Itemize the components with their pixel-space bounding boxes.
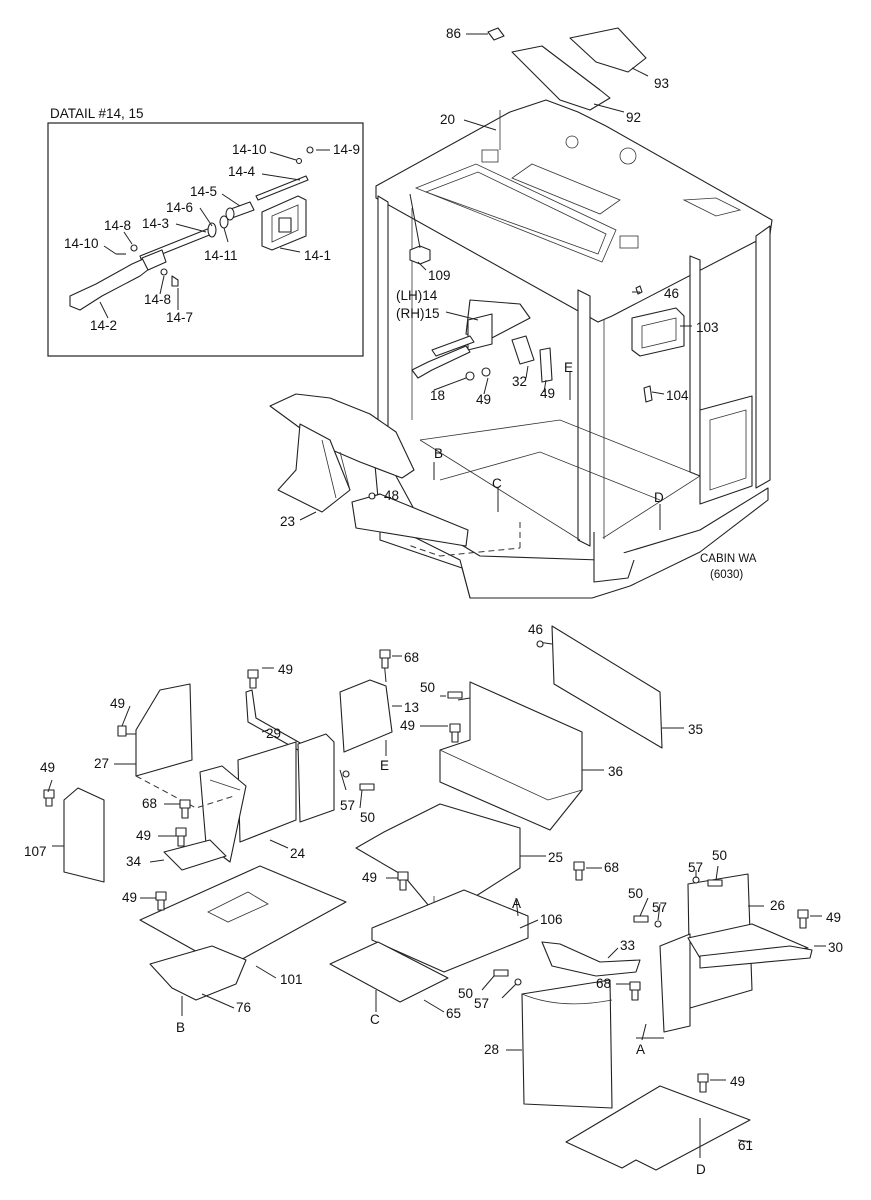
part-label: 30 bbox=[828, 940, 843, 955]
part-label: A bbox=[512, 896, 521, 911]
detail-label: 14-9 bbox=[333, 142, 360, 157]
detail-label: 14-4 bbox=[228, 164, 256, 179]
detail-label: 14-10 bbox=[232, 142, 267, 157]
part-label: D bbox=[696, 1162, 706, 1177]
part-label: 29 bbox=[266, 726, 281, 741]
cabin-label: (RH)15 bbox=[396, 306, 440, 321]
cabin-label: 32 bbox=[512, 374, 527, 389]
part-label: 35 bbox=[688, 722, 703, 737]
part-label: 49 bbox=[362, 870, 377, 885]
part-label: 49 bbox=[136, 828, 151, 843]
part-label: 28 bbox=[484, 1042, 499, 1057]
part-label: 26 bbox=[770, 898, 785, 913]
cabin-label: 103 bbox=[696, 320, 719, 335]
part-label: 68 bbox=[596, 976, 611, 991]
detail-title: DATAIL #14, 15 bbox=[50, 106, 144, 121]
cabin-label: 18 bbox=[430, 388, 445, 403]
cabin-label: 49 bbox=[540, 386, 555, 401]
part-label: 57 bbox=[688, 860, 703, 875]
cabin-label: 20 bbox=[440, 112, 455, 127]
part-label: C bbox=[370, 1012, 380, 1027]
part-label: E bbox=[380, 758, 389, 773]
cabin-label: 86 bbox=[446, 26, 461, 41]
cabin-code: (6030) bbox=[710, 569, 743, 581]
part-label: 24 bbox=[290, 846, 306, 861]
part-label: 49 bbox=[110, 696, 125, 711]
part-label: 68 bbox=[142, 796, 157, 811]
part-label: 25 bbox=[548, 850, 563, 865]
detail-label: 14-2 bbox=[90, 318, 117, 333]
part-label: 36 bbox=[608, 764, 623, 779]
cabin-label: 93 bbox=[654, 76, 669, 91]
cabin-assembly: 86 93 92 20 109 (LH)14 (RH)15 46 103 18 … bbox=[269, 26, 773, 599]
part-label: A bbox=[636, 1042, 645, 1057]
cabin-label: 48 bbox=[384, 488, 399, 503]
detail-label: 14-3 bbox=[142, 216, 169, 231]
cabin-label: 104 bbox=[666, 388, 689, 403]
part-label: 49 bbox=[278, 662, 293, 677]
part-label: B bbox=[176, 1020, 185, 1035]
part-label: 57 bbox=[474, 996, 489, 1011]
cabin-label: 109 bbox=[428, 268, 451, 283]
part-label: 106 bbox=[540, 912, 563, 927]
detail-label: 14-8 bbox=[104, 218, 131, 233]
part-label: 49 bbox=[826, 910, 841, 925]
part-label: 50 bbox=[458, 986, 473, 1001]
detail-label: 14-5 bbox=[190, 184, 217, 199]
part-label: 34 bbox=[126, 854, 142, 869]
detail-label: 14-6 bbox=[166, 200, 193, 215]
part-label: 46 bbox=[528, 622, 543, 637]
part-label: 27 bbox=[94, 756, 109, 771]
bolt-icon bbox=[43, 640, 809, 1093]
cabin-label: B bbox=[434, 446, 443, 461]
detail-label: 14-10 bbox=[64, 236, 99, 251]
detail-label: 14-1 bbox=[304, 248, 331, 263]
detail-label: 14-11 bbox=[204, 248, 238, 263]
detail-inset: DATAIL #14, 15 bbox=[47, 106, 364, 357]
part-label: 101 bbox=[280, 972, 303, 987]
part-label: 49 bbox=[730, 1074, 745, 1089]
part-label: 61 bbox=[738, 1138, 753, 1153]
part-label: 68 bbox=[404, 650, 419, 665]
detail-label: 14-8 bbox=[144, 292, 171, 307]
cabin-label: E bbox=[564, 360, 573, 375]
cabin-label: 92 bbox=[626, 110, 641, 125]
lower-parts: 46 35 49 68 50 13 29 49 27 49 E 36 49 10… bbox=[24, 622, 843, 1177]
part-label: 50 bbox=[360, 810, 375, 825]
part-label: 107 bbox=[24, 844, 47, 859]
cabin-label: D bbox=[654, 490, 664, 505]
part-label: 65 bbox=[446, 1006, 461, 1021]
part-label: 13 bbox=[404, 700, 419, 715]
cabin-label: (LH)14 bbox=[396, 288, 438, 303]
cabin-model: CABIN WA bbox=[700, 553, 757, 565]
cabin-label: 49 bbox=[476, 392, 491, 407]
part-label: 76 bbox=[236, 1000, 251, 1015]
part-label: 57 bbox=[340, 798, 355, 813]
part-label: 50 bbox=[712, 848, 727, 863]
part-label: 68 bbox=[604, 860, 619, 875]
part-label: 33 bbox=[620, 938, 635, 953]
part-label: 49 bbox=[400, 718, 415, 733]
cabin-label: C bbox=[492, 476, 502, 491]
part-label: 50 bbox=[420, 680, 435, 695]
cabin-label: 46 bbox=[664, 286, 679, 301]
part-label: 57 bbox=[652, 900, 667, 915]
cabin-label: 23 bbox=[280, 514, 295, 529]
detail-label: 14-7 bbox=[166, 310, 193, 325]
part-label: 49 bbox=[40, 760, 55, 775]
part-label: 50 bbox=[628, 886, 643, 901]
part-label: 49 bbox=[122, 890, 137, 905]
